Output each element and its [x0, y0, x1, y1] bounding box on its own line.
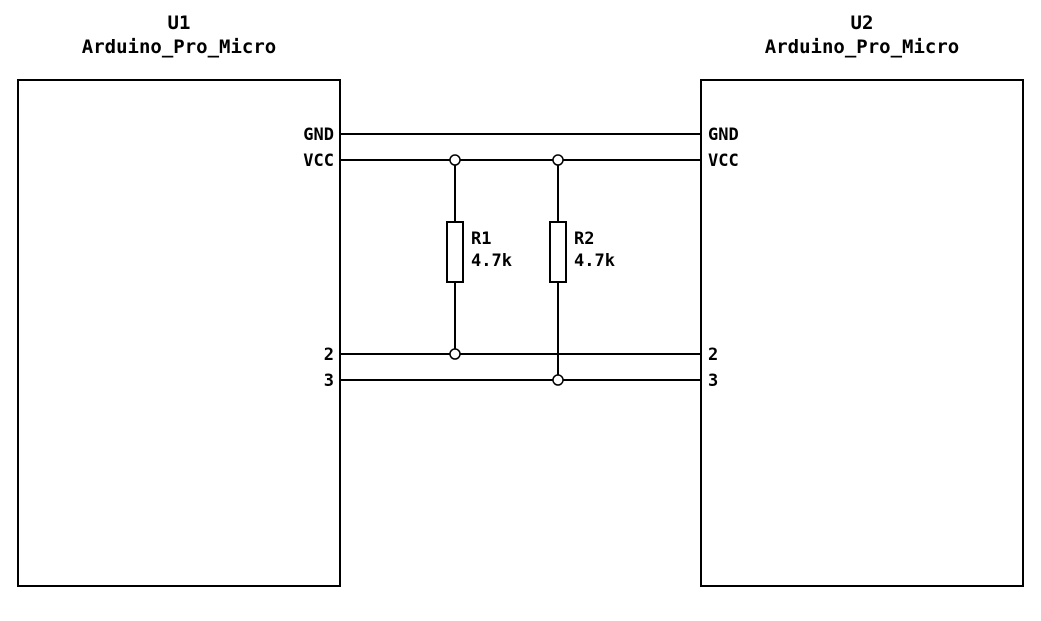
u2-pin-3-label: 3	[708, 371, 718, 391]
u1-pin-gnd-label: GND	[303, 125, 334, 145]
u1-pin-vcc-label: VCC	[303, 151, 334, 171]
u1-pin-3-label: 3	[324, 371, 334, 391]
resistor-r2-body	[549, 221, 567, 283]
u1-value-label: Arduino_Pro_Micro	[82, 36, 276, 58]
junction-dot-vcc-r2	[552, 154, 564, 166]
u2-ref-label: U2	[851, 12, 874, 34]
junction-dot-vcc-r1	[449, 154, 461, 166]
component-u2-body	[700, 79, 1024, 587]
component-u1-body	[17, 79, 341, 587]
junction-dot-pin2-r1	[449, 348, 461, 360]
u2-pin-2-label: 2	[708, 345, 718, 365]
u1-pin-2-label: 2	[324, 345, 334, 365]
r2-ref-label: R2	[574, 229, 594, 249]
resistor-r1-body	[446, 221, 464, 283]
r2-value-label: 4.7k	[574, 251, 615, 271]
junction-dot-pin3-r2	[552, 374, 564, 386]
r1-ref-label: R1	[471, 229, 491, 249]
u2-value-label: Arduino_Pro_Micro	[765, 36, 959, 58]
r1-value-label: 4.7k	[471, 251, 512, 271]
u1-ref-label: U1	[168, 12, 191, 34]
u2-pin-gnd-label: GND	[708, 125, 739, 145]
u2-pin-vcc-label: VCC	[708, 151, 739, 171]
